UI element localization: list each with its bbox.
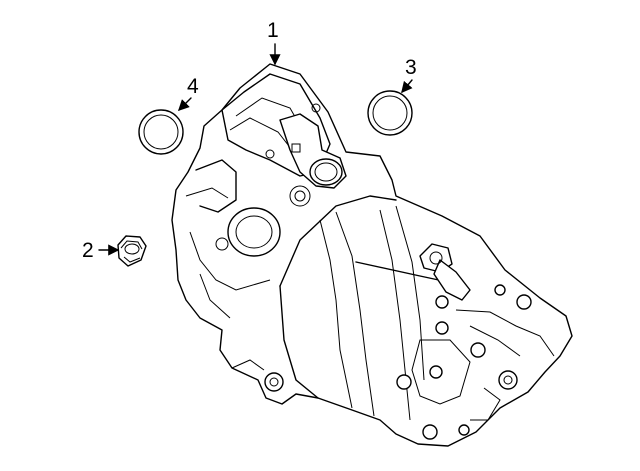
callout-2: 2 (82, 239, 94, 262)
leader-arrow-3 (401, 79, 413, 94)
callout-1: 1 (267, 19, 279, 42)
callout-4: 4 (187, 75, 199, 98)
o-ring-4 (138, 109, 184, 155)
callout-3: 3 (405, 56, 417, 79)
compressor-1 (171, 63, 573, 447)
o-ring-3 (367, 90, 413, 136)
leader-arrow-4 (178, 97, 192, 111)
nut-2 (117, 235, 147, 267)
